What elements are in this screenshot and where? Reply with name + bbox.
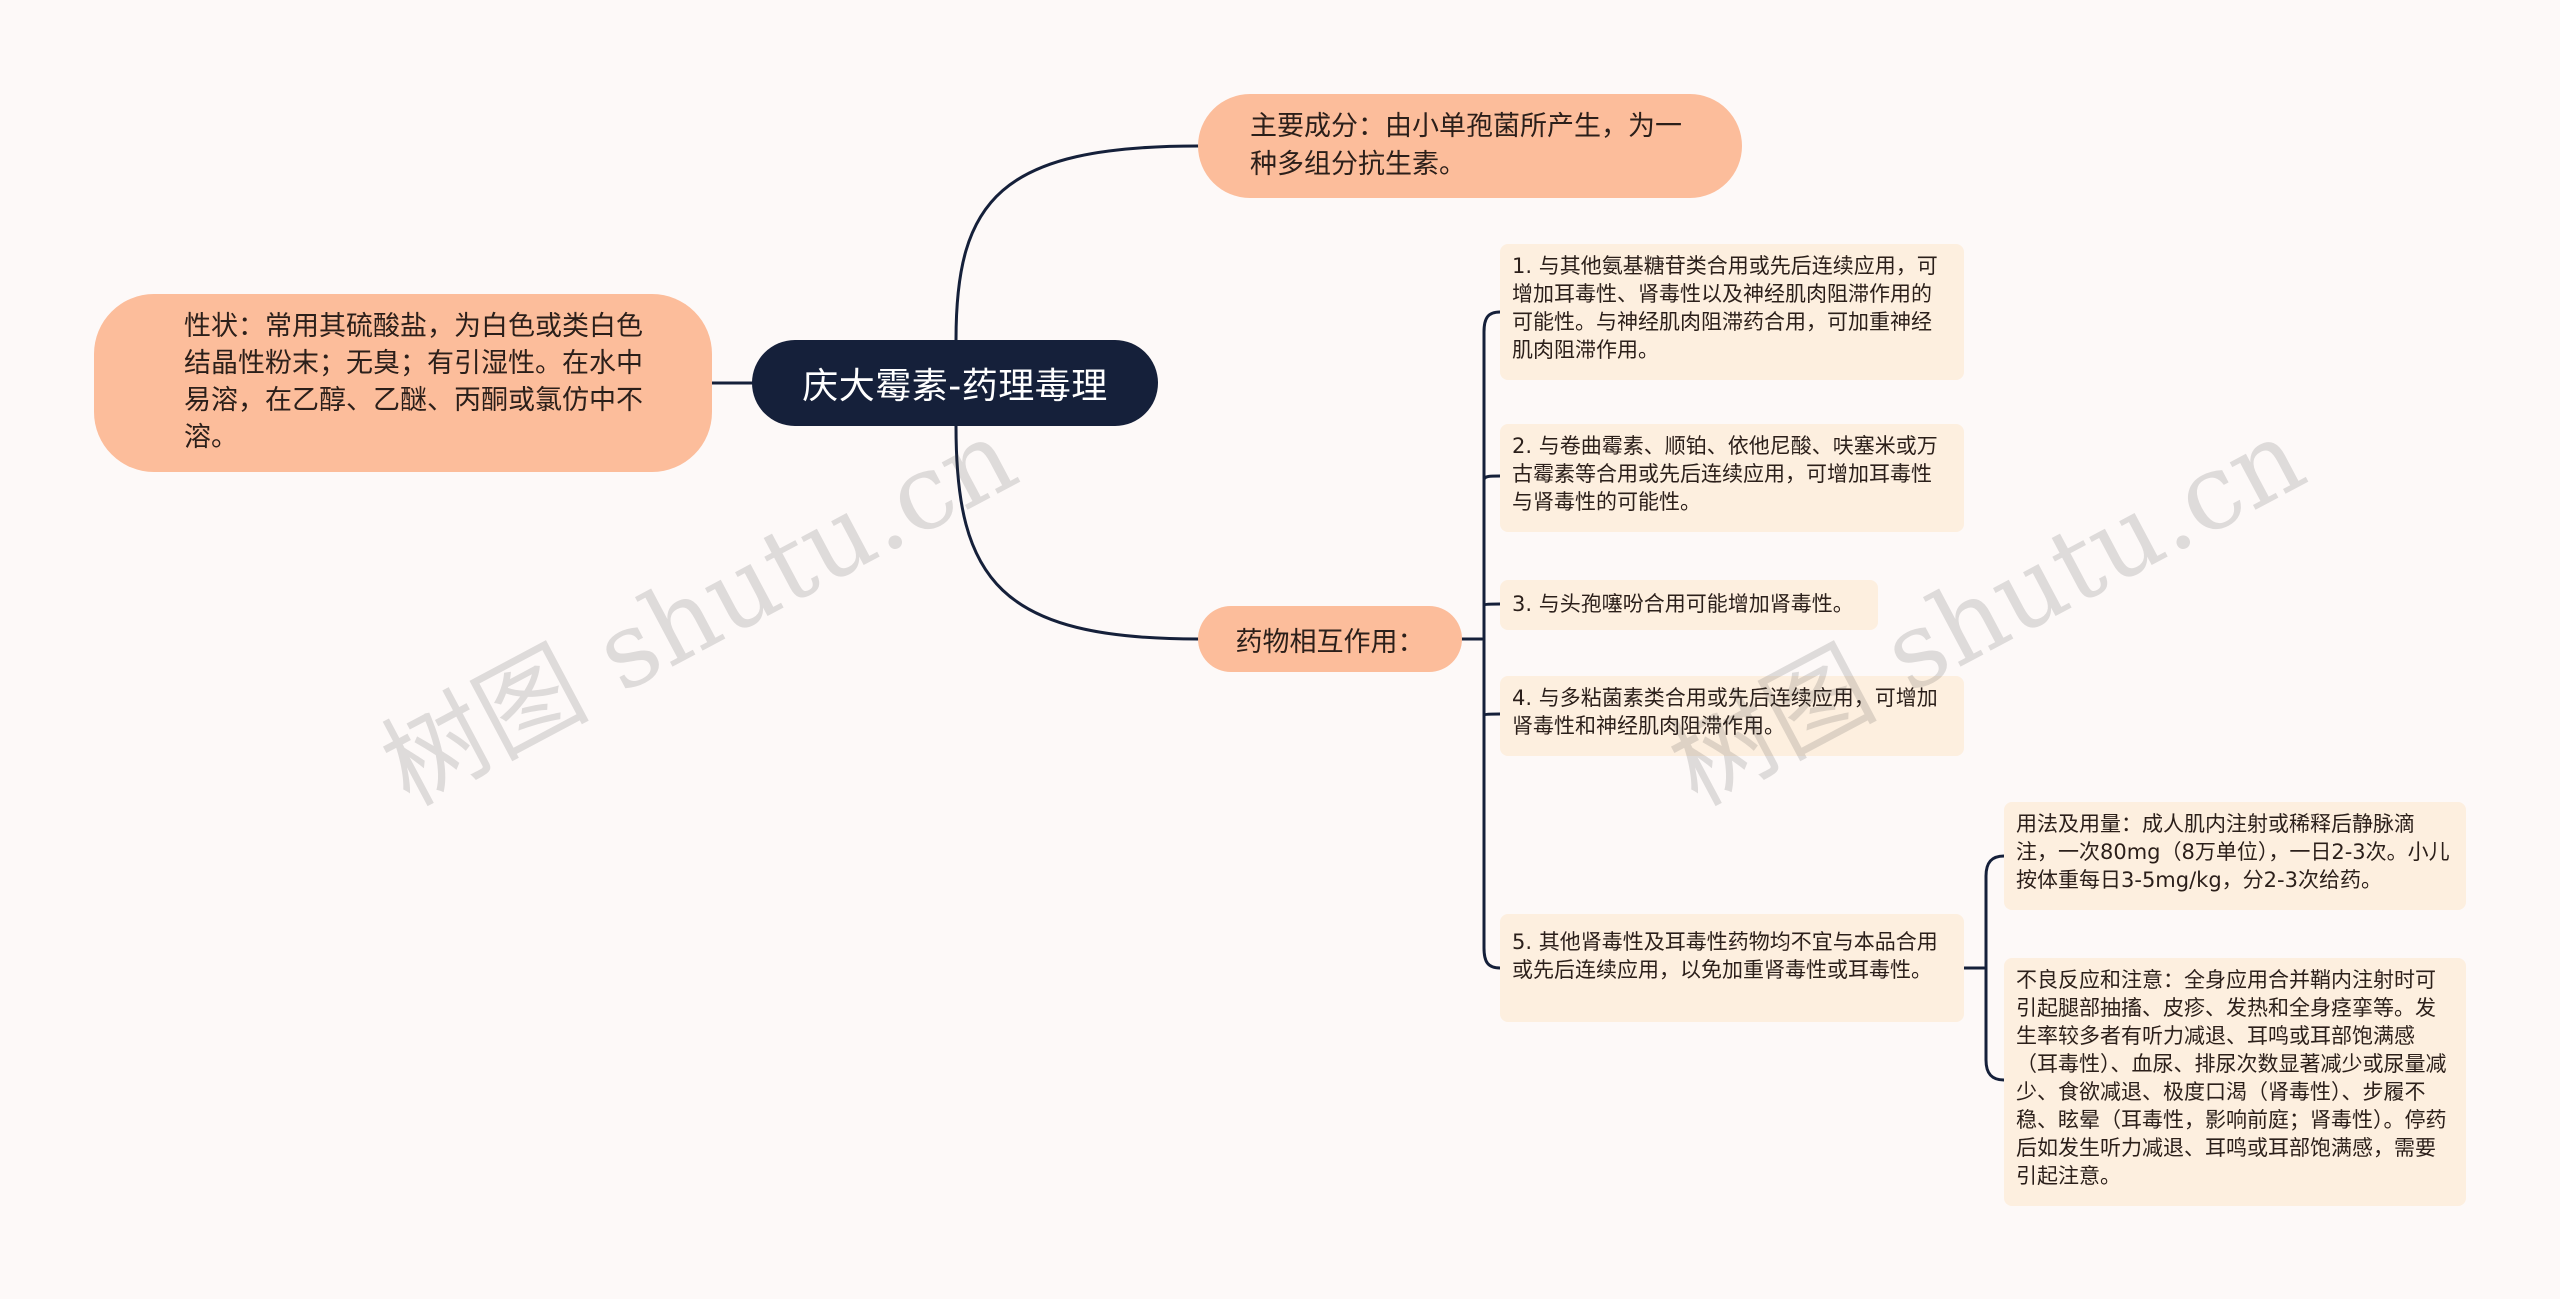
node-main-ingredient[interactable]: 主要成分：由小单孢菌所产生，为一种多组分抗生素。 — [1198, 94, 1742, 198]
interaction-item-4-text: 4. 与多粘菌素类合用或先后连续应用，可增加肾毒性和神经肌肉阻滞作用。 — [1512, 686, 1938, 738]
root-topic-label: 庆大霉素-药理毒理 — [802, 366, 1108, 407]
interaction-item-2-text: 2. 与卷曲霉素、顺铂、依他尼酸、呋塞米或万古霉素等合用或先后连续应用，可增加耳… — [1512, 434, 1938, 514]
link-bracket-b4 — [1482, 712, 1502, 718]
interaction-item-5[interactable]: 5. 其他肾毒性及耳毒性药物均不宜与本品合用或先后连续应用，以免加重肾毒性或耳毒… — [1500, 914, 1964, 1022]
main-ingredient-text: 主要成分：由小单孢菌所产生，为一种多组分抗生素。 — [1250, 111, 1682, 180]
drug-interactions-label: 药物相互作用： — [1235, 626, 1425, 658]
bracket-interactions — [1482, 310, 1502, 970]
link-root-main — [954, 144, 1200, 342]
interaction-item-2[interactable]: 2. 与卷曲霉素、顺铂、依他尼酸、呋塞米或万古霉素等合用或先后连续应用，可增加耳… — [1500, 424, 1964, 532]
root-topic[interactable]: 庆大霉素-药理毒理 — [752, 340, 1158, 426]
node-properties[interactable]: 性状：常用其硫酸盐，为白色或类白色结晶性粉末；无臭；有引湿性。在水中易溶，在乙醇… — [94, 294, 712, 472]
link-root-interactions — [954, 424, 1200, 641]
dosage-item-text: 用法及用量：成人肌内注射或稀释后静脉滴注，一次80mg（8万单位），一日2-3次… — [2016, 812, 2450, 892]
adverse-reactions-item-text: 不良反应和注意：全身应用合并鞘内注射时可引起腿部抽搐、皮疹、发热和全身痉挛等。发… — [2016, 968, 2447, 1188]
interaction-item-1[interactable]: 1. 与其他氨基糖苷类合用或先后连续应用，可增加耳毒性、肾毒性以及神经肌肉阻滞作… — [1500, 244, 1964, 380]
interaction-item-4[interactable]: 4. 与多粘菌素类合用或先后连续应用，可增加肾毒性和神经肌肉阻滞作用。 — [1500, 676, 1964, 756]
interaction-item-3[interactable]: 3. 与头孢噻吩合用可能增加肾毒性。 — [1500, 580, 1878, 630]
interaction-item-5-text: 5. 其他肾毒性及耳毒性药物均不宜与本品合用或先后连续应用，以免加重肾毒性或耳毒… — [1512, 930, 1938, 982]
bracket-b5 — [1984, 854, 2006, 1082]
link-bracket-b3 — [1482, 602, 1502, 608]
node-drug-interactions[interactable]: 药物相互作用： — [1198, 606, 1462, 672]
interaction-item-3-text: 3. 与头孢噻吩合用可能增加肾毒性。 — [1512, 592, 1854, 616]
properties-text: 性状：常用其硫酸盐，为白色或类白色结晶性粉末；无臭；有引湿性。在水中易溶，在乙醇… — [184, 311, 643, 453]
adverse-reactions-item[interactable]: 不良反应和注意：全身应用合并鞘内注射时可引起腿部抽搐、皮疹、发热和全身痉挛等。发… — [2004, 958, 2466, 1206]
interaction-item-1-text: 1. 与其他氨基糖苷类合用或先后连续应用，可增加耳毒性、肾毒性以及神经肌肉阻滞作… — [1512, 254, 1938, 362]
dosage-item[interactable]: 用法及用量：成人肌内注射或稀释后静脉滴注，一次80mg（8万单位），一日2-3次… — [2004, 802, 2466, 910]
link-bracket-b2 — [1482, 474, 1502, 482]
